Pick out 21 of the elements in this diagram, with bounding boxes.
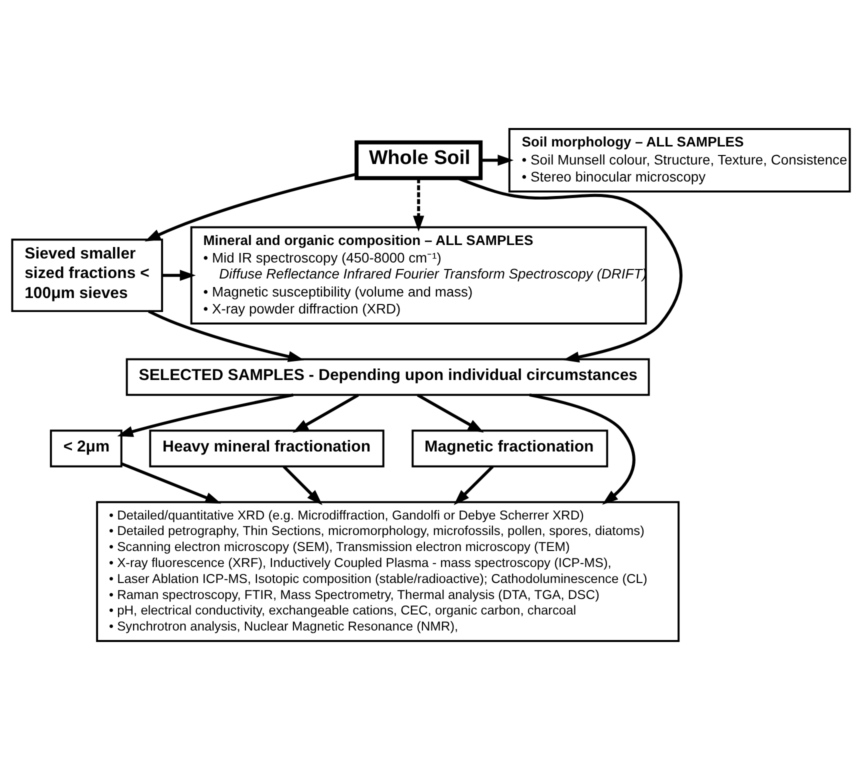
arrow [148, 310, 304, 362]
arrow [529, 394, 636, 505]
arrow [162, 270, 196, 281]
node-box: Heavy mineral fractionation [149, 430, 384, 468]
arrow [117, 394, 294, 437]
arrow [416, 394, 484, 433]
node-box: Mineral and organic composition – ALL SAMPLES • Mid IR spectroscopy (450-8000 cm⁻¹) Diffuse Reflectance Infrared Fourier Transform Spectroscopy (DRIFT) • Magnetic susceptibility (volume and mass) • X-ray powder diffraction (XRD) [190, 226, 647, 324]
arrow [292, 394, 359, 433]
node-box: SELECTED SAMPLES - Depending upon individual circumstances [126, 358, 650, 396]
node-box: < 2μm [50, 430, 122, 468]
arrow [454, 466, 494, 506]
node-box: Magnetic fractionation [412, 430, 608, 468]
node-box: Sieved smaller sized fractions < 100μm sieves [11, 238, 164, 312]
arrow [121, 462, 222, 504]
node-box: Whole Soil [354, 140, 483, 180]
arrow [480, 154, 514, 166]
node-box: • Detailed/quantitative XRD (e.g. Microdiffraction, Gandolfi or Debye Scherrer XRD) • Detailed petrography, Thin Sections, micromorphology, microfossils, pollen, spores, diatoms) • Scanning electron microscopy (SEM), Transmission electron microscopy (TEM) • X-ray fluorescence (XRF), Inductively Coupled Plasma - mass spectroscopy (ICP-MS), • Laser Ablation ICP-MS, Isotopic composition (stable/radioactive); Cathodoluminescence (CL) • Raman spectroscopy, FTIR, Mass Spectrometry, Thermal analysis (DTA, TGA, DSC) • pH, electrical conductivity, exchangeable cations, CEC, organic carbon, charcoal • Synchrotron analysis, Nuclear Magnetic Resonance (NMR), [96, 501, 680, 642]
node-box: Soil morphology – ALL SAMPLES • Soil Munsell colour, Structure, Texture, Consistence • Stereo binocular microscopy [508, 128, 851, 192]
arrow [144, 172, 357, 242]
arrow [282, 466, 322, 506]
arrow [413, 178, 424, 232]
